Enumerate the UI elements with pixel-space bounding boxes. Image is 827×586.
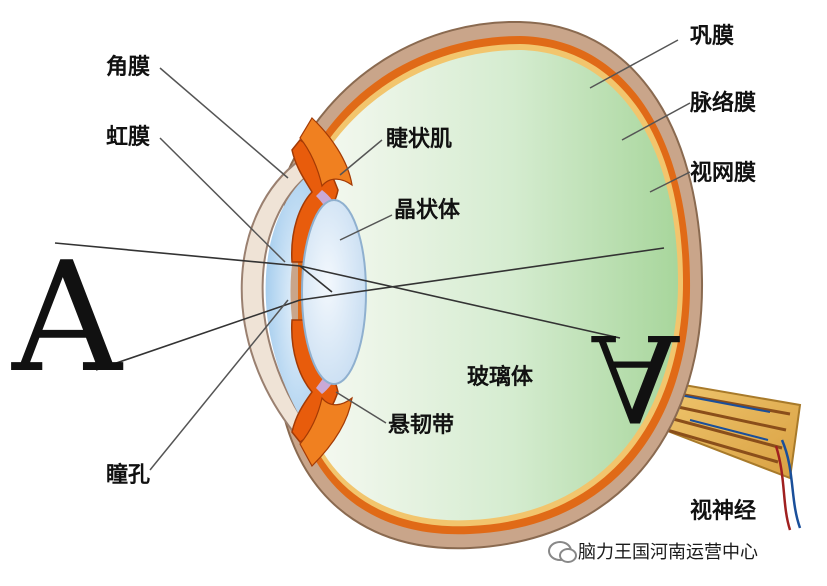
label-pupil: 瞳孔 <box>106 462 150 488</box>
wechat-icon <box>548 541 572 561</box>
label-cornea: 角膜 <box>106 54 150 80</box>
watermark-text: 脑力王国河南运营中心 <box>578 538 758 564</box>
label-ciliary-muscle: 睫状肌 <box>386 127 452 152</box>
label-sclera: 巩膜 <box>690 24 734 49</box>
label-vitreous: 玻璃体 <box>467 364 534 390</box>
label-choroid: 脉络膜 <box>689 90 756 116</box>
image-letter: A <box>591 307 680 446</box>
label-optic-nerve: 视神经 <box>690 498 756 524</box>
label-retina: 视网膜 <box>690 160 756 186</box>
watermark: 脑力王国河南运营中心 <box>548 538 758 564</box>
label-iris: 虹膜 <box>106 125 150 150</box>
image-letter-group: A <box>591 307 680 446</box>
label-zonule: 悬韧带 <box>388 413 454 438</box>
object-letter: A <box>11 229 124 406</box>
label-lens: 晶状体 <box>394 198 461 223</box>
